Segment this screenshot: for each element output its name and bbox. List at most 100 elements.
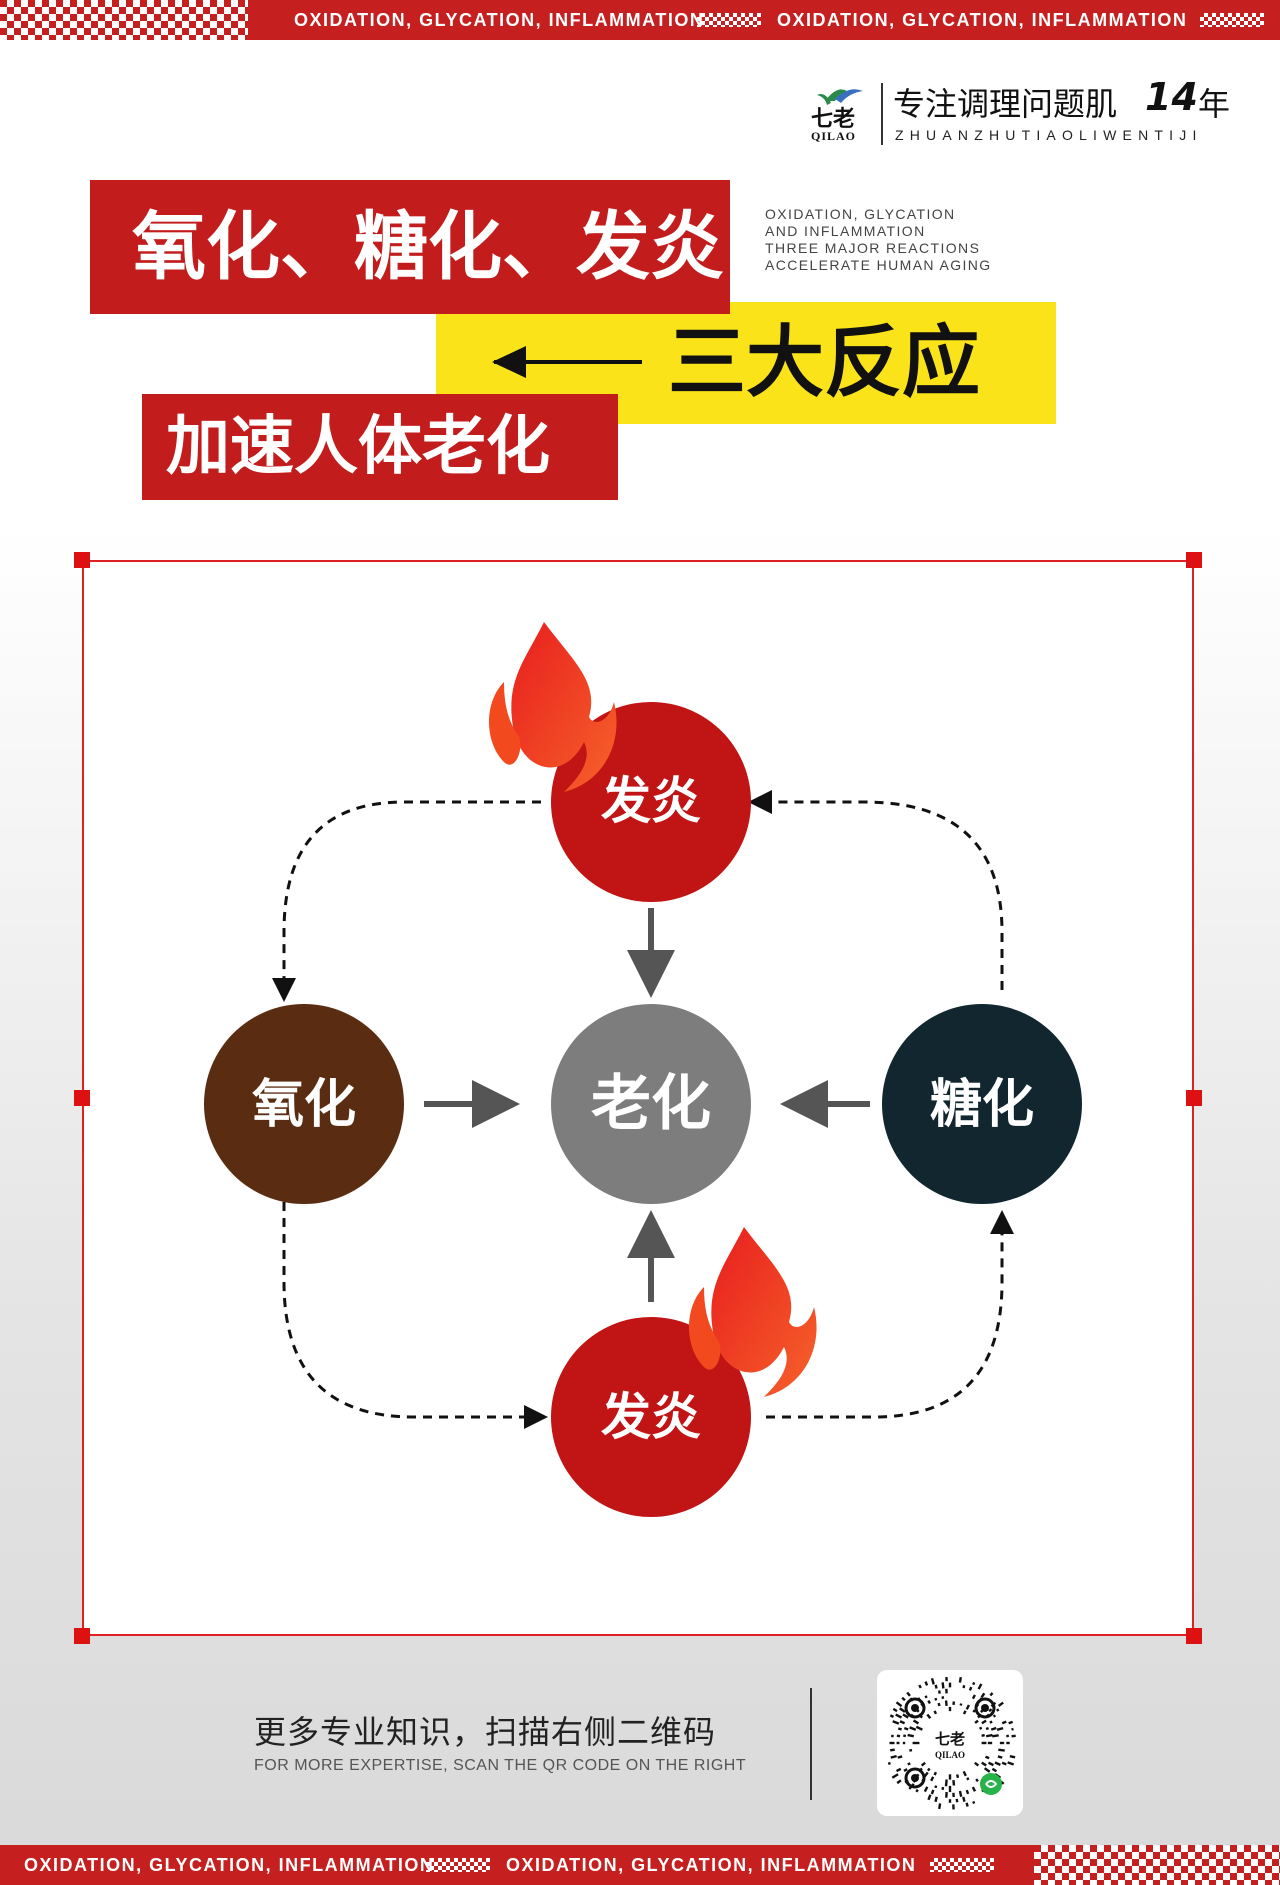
qr-dot — [1007, 1761, 1015, 1766]
qr-dot — [991, 1767, 998, 1773]
qr-dot — [924, 1681, 929, 1686]
qr-dot — [934, 1684, 938, 1689]
frame-corner-marker — [74, 1628, 90, 1644]
qr-dot — [952, 1780, 956, 1786]
qr-code-graphic: 七老 QILAO — [887, 1676, 1016, 1810]
banner-pattern — [426, 1858, 490, 1872]
qr-dot — [937, 1690, 941, 1694]
qr-dot — [938, 1803, 942, 1810]
qr-dot — [981, 1733, 985, 1737]
brand-pinyin: ZHUANZHUTIAOLIWENTIJI — [895, 127, 1203, 143]
qr-dot — [945, 1688, 948, 1694]
node-center-label: 老化 — [591, 1069, 711, 1139]
qr-dot — [997, 1755, 1003, 1759]
qr-dot — [952, 1804, 955, 1810]
qr-dot — [979, 1726, 983, 1730]
qr-finder — [974, 1697, 996, 1719]
brand-header: 七老 QILAO 专注调理问题肌 14 年 ZHUANZHUTIAOLIWENT… — [805, 75, 1245, 155]
qr-dot — [1006, 1734, 1009, 1738]
qr-dot — [896, 1741, 900, 1745]
qr-dot — [906, 1691, 911, 1697]
logo-en: QILAO — [811, 129, 857, 143]
qr-dot — [926, 1713, 932, 1720]
qr-finder-center — [911, 1704, 919, 1712]
node-right: 糖化 — [882, 1004, 1082, 1204]
diagram-frame: 发炎 老化 氧化 糖化 发炎 — [82, 560, 1194, 1636]
brand-years-suffix: 年 — [1198, 85, 1231, 123]
headline-line2: 三大反应 — [668, 318, 981, 408]
flame-icon — [489, 622, 617, 792]
qr-dot — [965, 1789, 970, 1795]
qr-dot — [980, 1692, 986, 1698]
qr-dot — [984, 1755, 990, 1760]
qr-dot — [903, 1727, 909, 1731]
qr-dot — [962, 1710, 967, 1715]
qr-dot — [962, 1796, 966, 1803]
qr-dot — [889, 1741, 895, 1745]
qr-dot — [956, 1774, 960, 1779]
qr-dot — [974, 1761, 980, 1767]
qr-dot — [965, 1704, 971, 1710]
qr-dot — [899, 1720, 906, 1725]
frame-corner-marker — [74, 552, 90, 568]
qr-dot — [994, 1761, 1001, 1767]
qr-dot — [892, 1707, 898, 1713]
qr-dot — [988, 1708, 993, 1713]
qr-dot — [962, 1685, 966, 1689]
qr-dot — [927, 1699, 931, 1705]
banner-text: OXIDATION, GLYCATION, INFLAMMATION — [24, 1855, 435, 1875]
qr-dot — [1008, 1720, 1014, 1725]
qr-dot — [891, 1773, 899, 1779]
qr-dot — [903, 1734, 907, 1738]
node-left: 氧化 — [204, 1004, 404, 1204]
qr-dot — [989, 1720, 993, 1724]
frame-corner-marker — [1186, 1628, 1202, 1644]
qr-dot — [948, 1785, 952, 1793]
qr-dot — [898, 1707, 906, 1713]
dashed-arrow-right-top — [748, 790, 1004, 990]
qr-dot — [948, 1774, 952, 1780]
english-note-line: AND INFLAMMATION — [765, 223, 926, 239]
headline-english-note: OXIDATION, GLYCATION AND INFLAMMATION TH… — [765, 206, 992, 274]
checker-pattern — [1034, 1845, 1280, 1885]
node-center: 老化 — [551, 1004, 751, 1204]
qr-dot — [903, 1768, 908, 1772]
aging-cycle-diagram: 发炎 老化 氧化 糖化 发炎 — [204, 622, 1082, 1517]
qr-dot — [992, 1714, 996, 1718]
qr-dot — [944, 1779, 948, 1787]
qr-dot — [959, 1703, 963, 1706]
qr-dot — [965, 1802, 969, 1807]
qr-dot — [952, 1792, 955, 1798]
banner-text: OXIDATION, GLYCATION, INFLAMMATION — [506, 1855, 917, 1875]
qr-dot — [889, 1748, 895, 1752]
english-note-line: THREE MAJOR REACTIONS — [765, 240, 981, 256]
headline-line1: 氧化、糖化、发炎 — [90, 180, 730, 314]
qr-dot — [952, 1701, 956, 1705]
qr-dot — [997, 1701, 1004, 1707]
qr-dot — [1001, 1720, 1007, 1725]
qr-dot — [981, 1719, 987, 1725]
banner-text: OXIDATION, GLYCATION, INFLAMMATION — [777, 10, 1188, 30]
qr-code[interactable]: 七老 QILAO — [877, 1670, 1023, 1816]
qr-dot — [999, 1741, 1005, 1745]
frame-side-marker — [1186, 1090, 1202, 1106]
qr-dot — [897, 1755, 903, 1759]
qr-dot — [907, 1733, 914, 1738]
qr-dot — [971, 1786, 977, 1792]
qr-dot — [958, 1676, 962, 1683]
qr-dot — [1006, 1741, 1010, 1745]
node-bottom-label: 发炎 — [601, 1388, 701, 1446]
qr-dot — [958, 1790, 963, 1798]
qr-dot — [977, 1683, 983, 1690]
qr-dot — [985, 1726, 989, 1731]
qr-dot — [912, 1741, 920, 1745]
qr-dot — [955, 1798, 959, 1803]
footer-cn-text: 更多专业知识，扫描右侧二维码 — [254, 1713, 717, 1751]
qr-dot — [892, 1720, 900, 1725]
qr-dot — [909, 1726, 917, 1731]
brand-divider — [881, 83, 883, 145]
qr-dot — [927, 1794, 932, 1801]
arrow-shaft — [494, 360, 642, 364]
qr-dot — [981, 1741, 987, 1745]
qr-dot — [941, 1696, 945, 1699]
